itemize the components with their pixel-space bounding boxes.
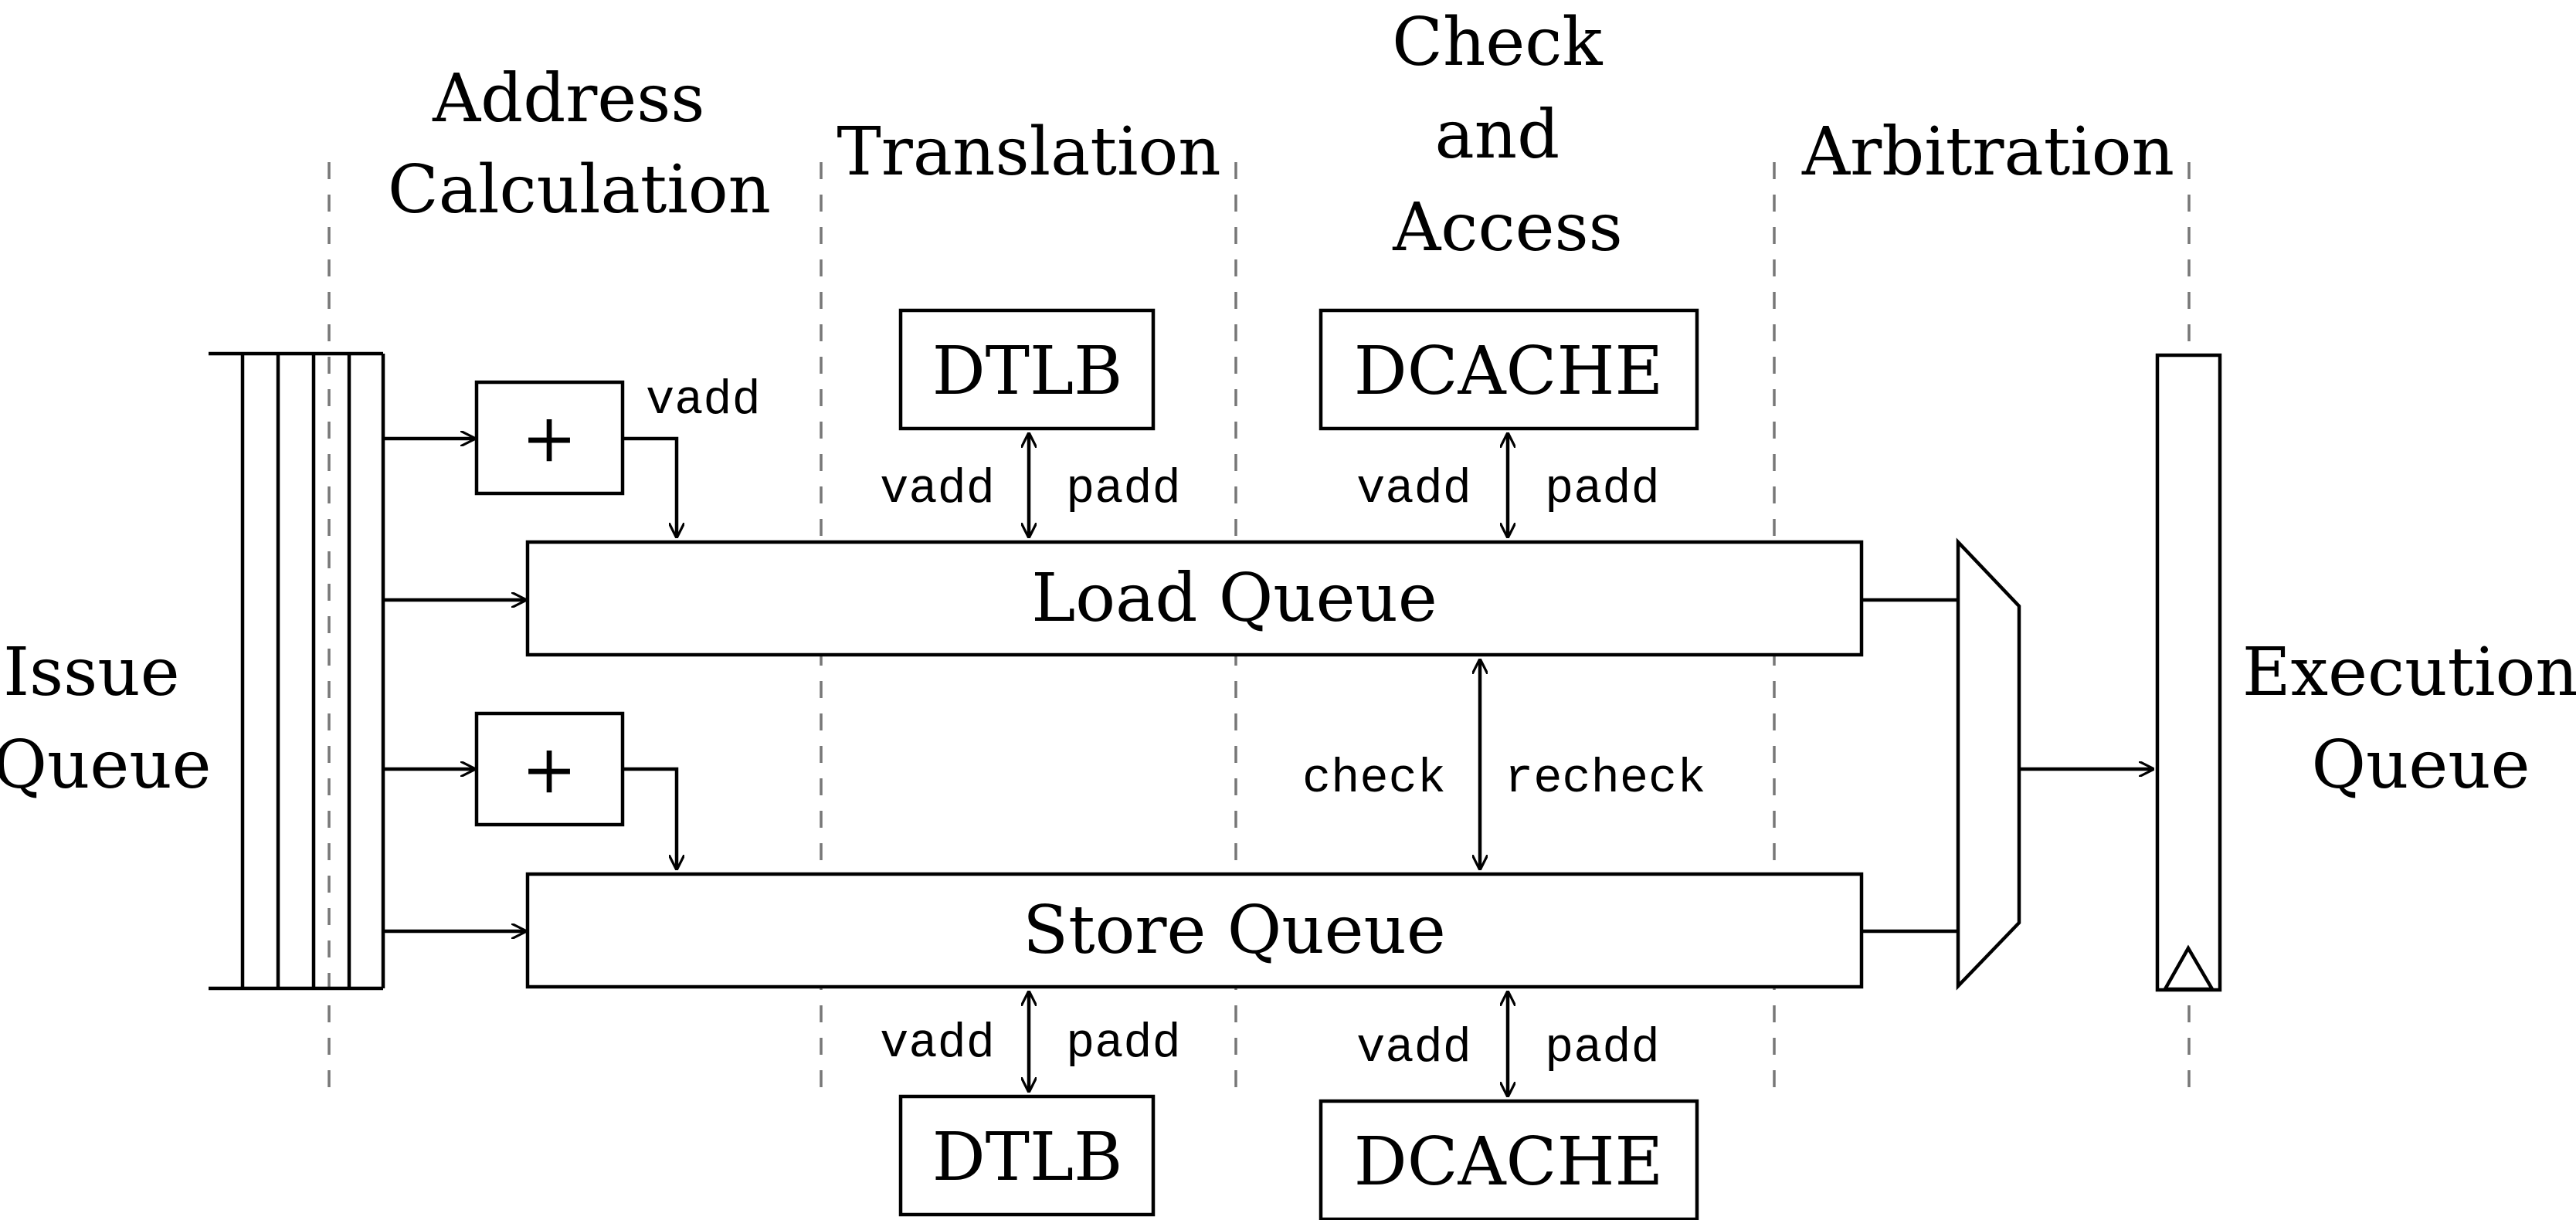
execution-queue-box [2155,353,2222,992]
dtlb-bottom-padd-label: padd [1066,1016,1181,1071]
stage-address-calculation: Address Calculation [388,60,771,229]
store-adder-symbol: + [521,731,577,808]
stage-arbitration: Arbitration [1801,114,2174,191]
load-adder-to-load-queue-arrow [623,436,677,537]
dcache-top-vadd-label: vadd [1356,462,1471,517]
mux-shape [1956,537,2021,991]
dtlb-top: DTLB vadd padd [880,308,1181,537]
store-queue-box [525,872,1864,989]
load-queue-label: Load Queue [1031,560,1437,637]
dtlb-bottom-box [898,1094,1156,1217]
dtlb-top-padd-label: padd [1066,462,1181,517]
execution-queue-label: Execution Queue [2242,634,2576,804]
execution-queue-clock-marker [2162,944,2215,991]
dcache-bottom-box [1319,1099,1699,1220]
issue-queue: Issue Queue [0,351,385,991]
check-label: check [1302,751,1446,806]
dcache-bottom-padd-label: padd [1545,1021,1660,1076]
dtlb-top-box [898,308,1156,431]
store-adder: + [383,711,677,869]
load-adder-vadd-label: vadd [646,373,761,428]
dcache-bottom: DCACHE vadd padd [1319,992,1699,1220]
execution-queue: Execution Queue [2155,353,2576,992]
dtlb-bottom-vadd-label: vadd [880,1016,995,1071]
load-queue: Load Queue [525,540,1864,657]
recheck-label: recheck [1505,751,1705,806]
dcache-bottom-vadd-label: vadd [1356,1021,1471,1076]
dcache-bottom-label: DCACHE [1354,1123,1663,1201]
load-queue-box [525,540,1864,657]
dcache-top-box [1319,308,1699,431]
store-queue-label: Store Queue [1023,892,1446,969]
dcache-top-label: DCACHE [1354,333,1663,410]
load-adder: + vadd [383,373,761,537]
dtlb-top-label: DTLB [932,333,1123,410]
store-adder-to-store-queue-arrow [623,767,677,869]
stage-translation: Translation [837,114,1220,191]
dtlb-top-vadd-label: vadd [880,462,995,517]
store-queue: Store Queue [525,872,1864,989]
dtlb-bottom-label: DTLB [932,1119,1123,1196]
stage-headers: Address Calculation Translation Check an… [388,4,2174,266]
dcache-top: DCACHE vadd padd [1319,308,1699,537]
load-adder-box [474,380,625,496]
arbitration-mux [1862,537,2153,991]
issue-queue-label: Issue Queue [0,634,212,804]
load-adder-symbol: + [521,400,577,477]
check-recheck-link: check recheck [1302,660,1705,869]
store-adder-box [474,711,625,827]
dtlb-bottom: DTLB vadd padd [880,992,1181,1217]
stage-check-and-access: Check and Access [1392,4,1624,266]
dcache-top-padd-label: padd [1545,462,1660,517]
